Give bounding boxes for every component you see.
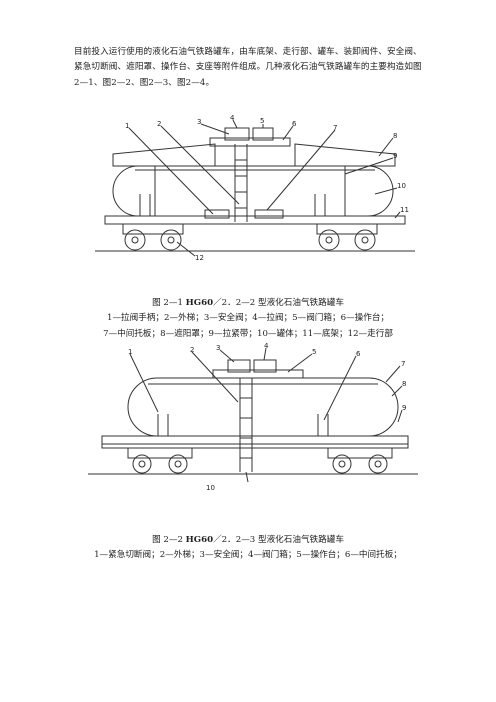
fig1-label-9: 9 bbox=[393, 152, 397, 160]
fig1-label-8: 8 bbox=[393, 132, 397, 140]
figure-2-caption-model: HG60 bbox=[185, 535, 214, 545]
figure-1-caption-rest: ／2．2—2 型液化石油气铁路罐车 bbox=[213, 298, 344, 308]
fig1-label-1: 1 bbox=[125, 122, 129, 130]
fig1-label-12: 12 bbox=[195, 254, 204, 262]
figure-1-legend-line-2: 7—中间托板；8—遮阳罩；9—拉紧带；10—罐体；11—底架；12—走行部 bbox=[103, 329, 393, 339]
fig1-label-10: 10 bbox=[397, 182, 406, 190]
figure-1-caption-model: HG60 bbox=[185, 298, 214, 308]
fig1-label-2: 2 bbox=[157, 120, 161, 128]
fig2-label-3: 3 bbox=[216, 344, 220, 352]
figure-1-caption: 图 2—1 HG60／2．2—2 型液化石油气铁路罐车 bbox=[0, 296, 496, 308]
fig2-label-7: 7 bbox=[401, 360, 405, 368]
figure-2-caption-prefix: 图 2—2 bbox=[152, 535, 186, 545]
fig1-label-5: 5 bbox=[260, 117, 264, 125]
figure-1-drawing: 1 2 3 4 5 6 7 8 9 10 11 12 bbox=[95, 114, 415, 264]
fig2-label-5: 5 bbox=[312, 348, 316, 356]
figure-2-legend-line-1: 1—紧急切断阀；2—外梯；3—安全阀；4—阀门箱；5—操作台；6—中间托板； bbox=[94, 550, 402, 560]
figure-1-legend-line-1: 1—拉阀手柄；2—外梯；3—安全阀；4—拉阀；5—阀门箱；6—操作台； bbox=[106, 313, 390, 323]
fig2-label-1: 1 bbox=[128, 348, 132, 356]
fig1-label-4: 4 bbox=[230, 114, 235, 122]
intro-paragraph: 目前投入运行使用的液化石油气铁路罐车，由车底架、走行部、罐车、装卸阀件、安全阀、… bbox=[74, 46, 422, 88]
fig2-label-4: 4 bbox=[264, 342, 269, 350]
figure-2-caption-rest: ／2．2—3 型液化石油气铁路罐车 bbox=[213, 535, 344, 545]
tank-car-drawing-1: 1 2 3 4 5 6 7 8 9 10 11 12 bbox=[95, 114, 415, 262]
fig1-label-11: 11 bbox=[400, 206, 409, 214]
fig2-label-9: 9 bbox=[402, 404, 406, 412]
fig2-label-8: 8 bbox=[402, 380, 406, 388]
figure-2-drawing: 1 2 3 4 5 6 7 8 9 10 bbox=[88, 342, 418, 492]
figure-2-caption: 图 2—2 HG60／2．2—3 型液化石油气铁路罐车 bbox=[0, 533, 496, 545]
tank-car-drawing-2: 1 2 3 4 5 6 7 8 9 10 bbox=[88, 342, 418, 492]
fig2-label-10: 10 bbox=[206, 484, 215, 492]
fig2-label-6: 6 bbox=[356, 350, 361, 358]
fig2-label-2: 2 bbox=[190, 346, 194, 354]
figure-1-caption-prefix: 图 2—1 bbox=[152, 298, 186, 308]
fig1-label-7: 7 bbox=[333, 124, 337, 132]
fig1-label-3: 3 bbox=[197, 118, 201, 126]
fig1-label-6: 6 bbox=[292, 120, 297, 128]
